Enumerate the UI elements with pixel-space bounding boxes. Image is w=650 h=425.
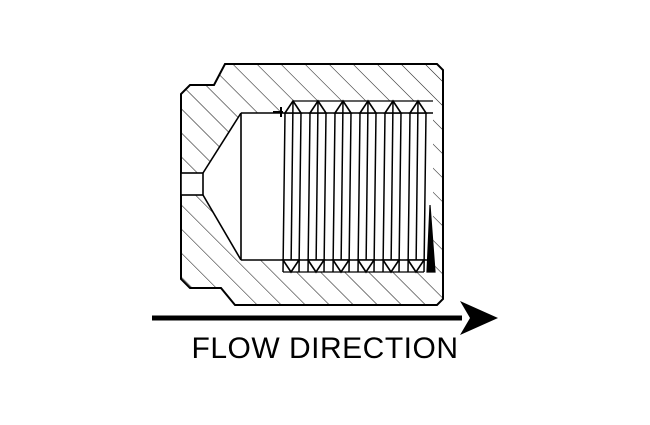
thread-flanks <box>282 100 427 273</box>
flow-direction-arrow <box>152 301 498 335</box>
arrow-head <box>460 301 498 335</box>
thread-runout <box>426 204 436 273</box>
bore-start-tick <box>273 107 283 117</box>
plug-body-outline <box>180 63 444 306</box>
arrow-shaft <box>152 315 462 321</box>
orifice-hole <box>180 172 204 196</box>
internal-bore-and-taper <box>202 112 283 261</box>
thread-profile-bottom <box>281 259 433 274</box>
flow-direction-label: FLOW DIRECTION <box>191 332 459 365</box>
